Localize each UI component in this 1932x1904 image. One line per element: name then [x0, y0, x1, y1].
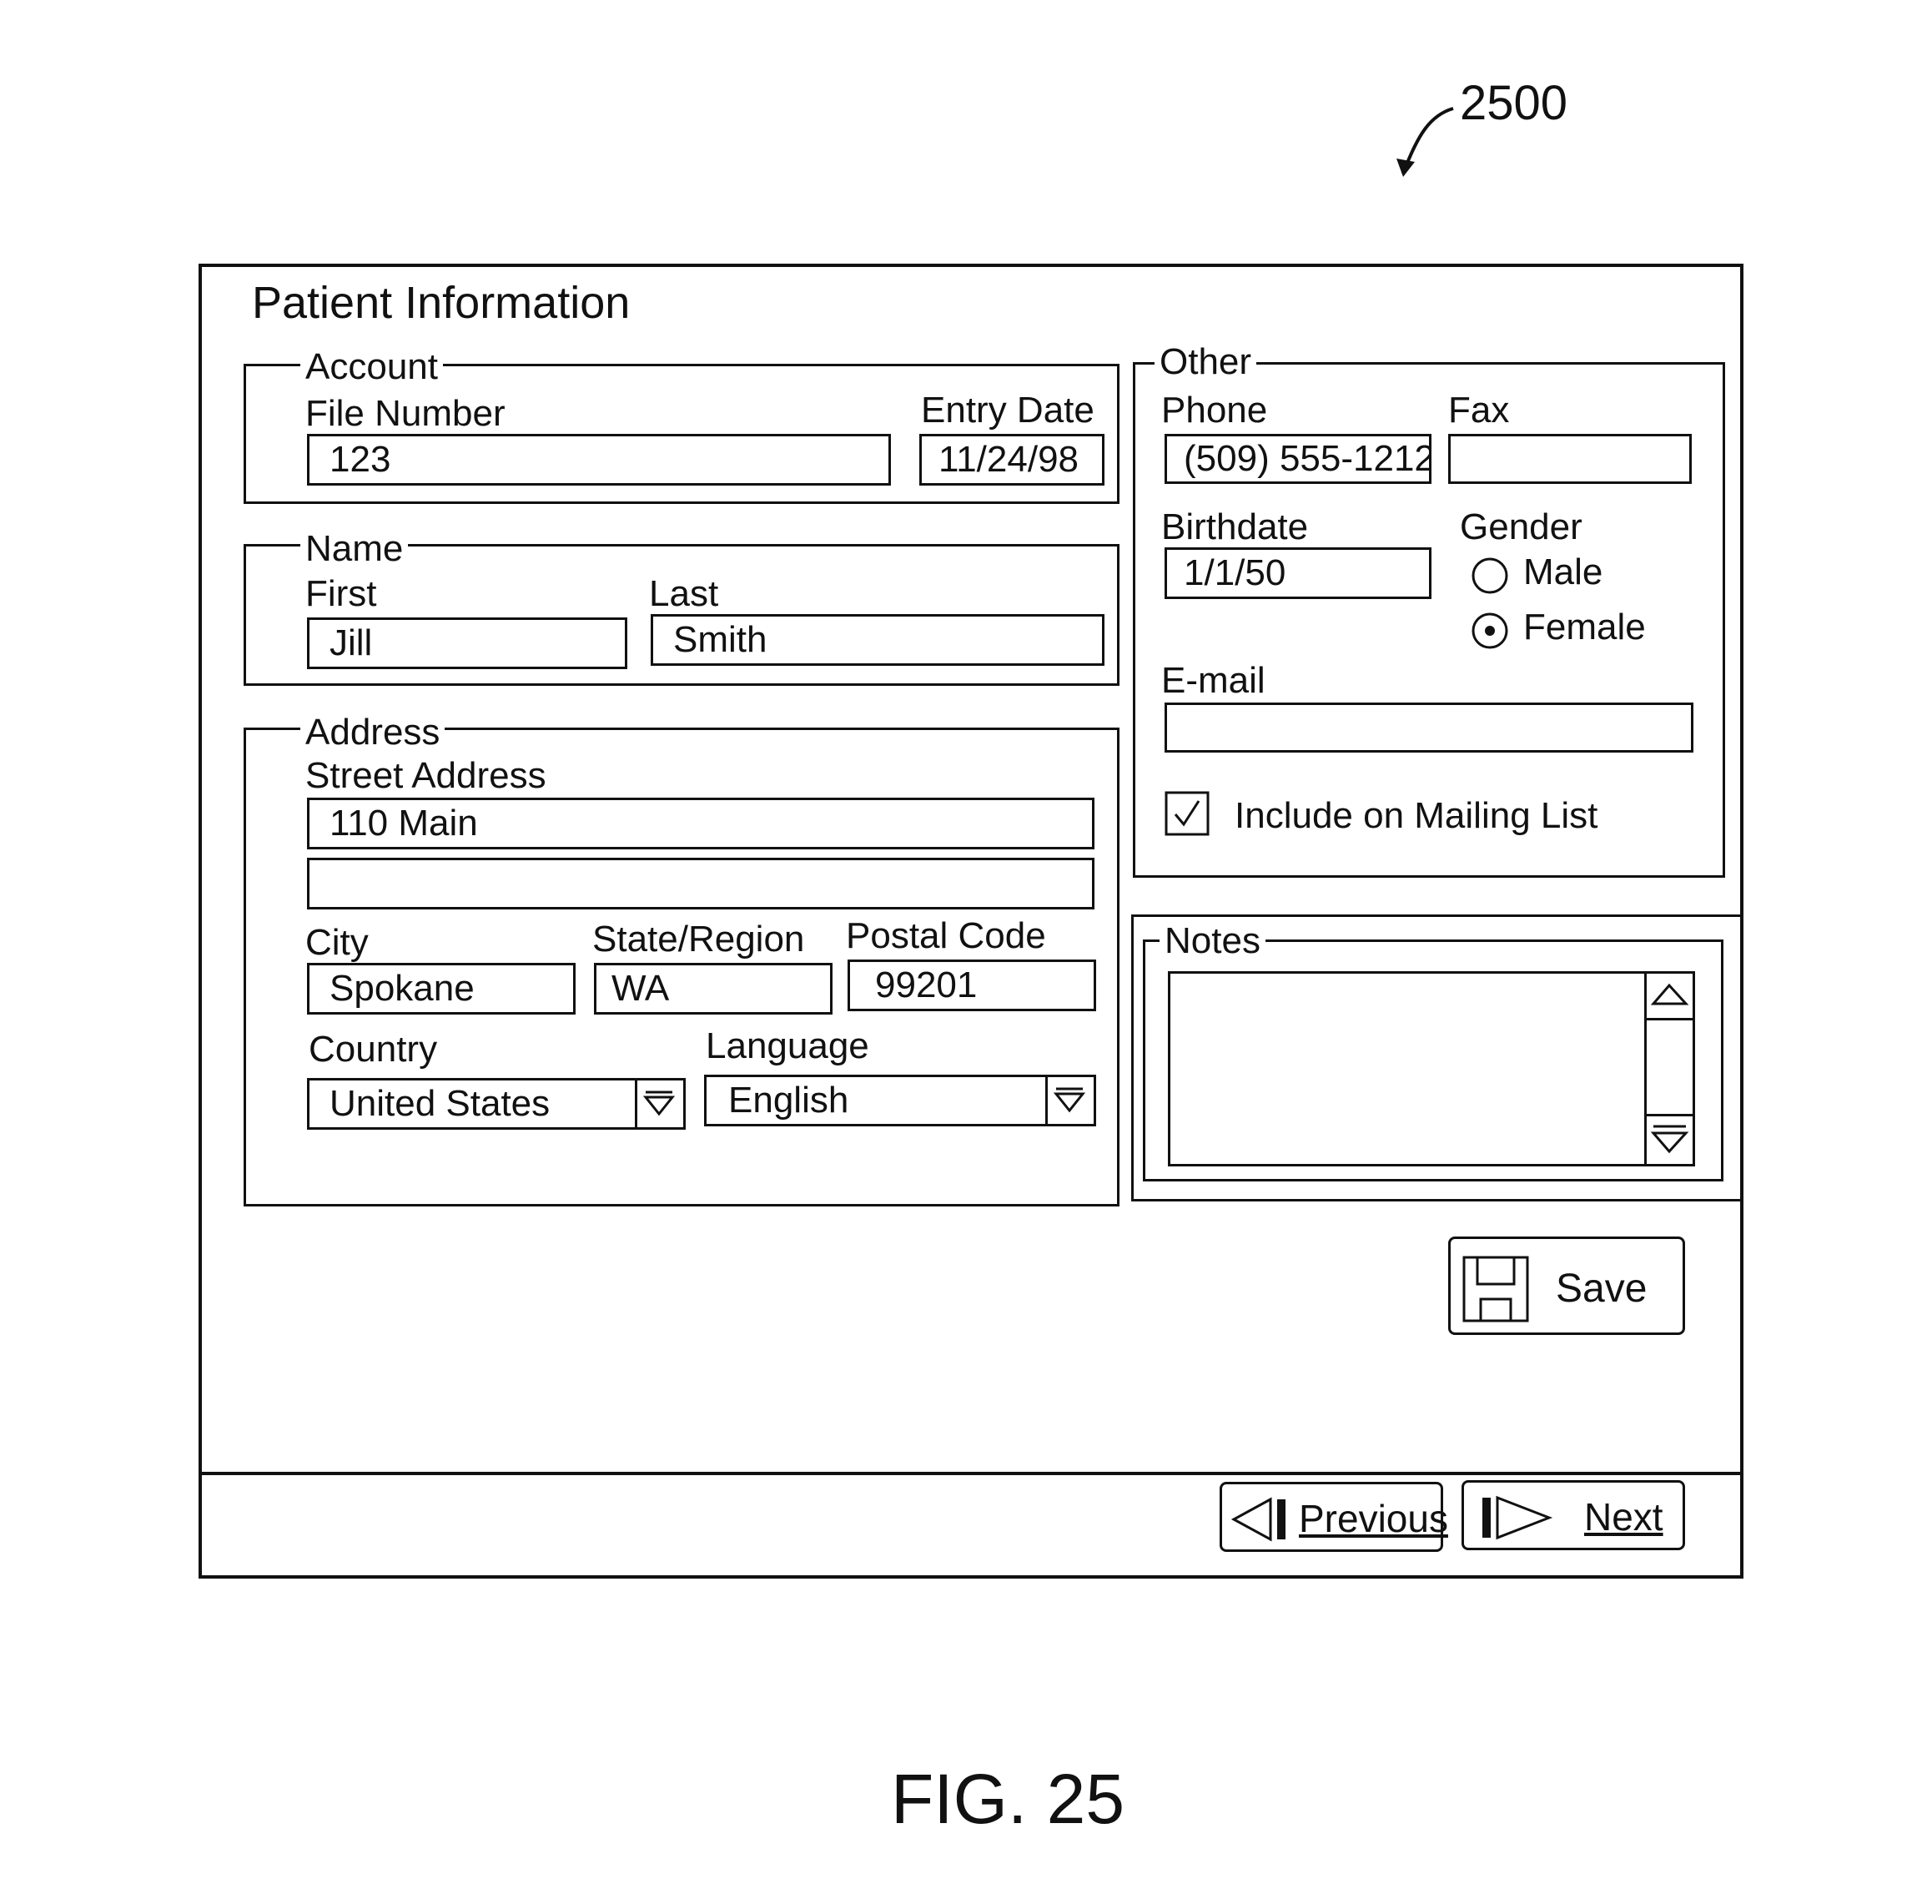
scroll-up-icon: [1647, 974, 1693, 1017]
language-select[interactable]: English: [704, 1075, 1096, 1126]
next-button-label: Next: [1584, 1498, 1663, 1536]
gender-option-label: Female: [1523, 609, 1646, 646]
mailing-list-checkbox[interactable]: [1165, 791, 1210, 836]
previous-button-label: Previous: [1299, 1499, 1448, 1538]
figure-caption: FIG. 25: [891, 1764, 1124, 1834]
country-dropdown-button[interactable]: [635, 1080, 683, 1127]
previous-button[interactable]: Previous: [1220, 1482, 1443, 1552]
save-button[interactable]: Save: [1448, 1237, 1685, 1335]
country-selected-value: United States: [330, 1083, 550, 1124]
radio-unselected-icon: [1470, 556, 1510, 596]
street-address-line1-field[interactable]: [307, 798, 1094, 849]
state-region-field[interactable]: [594, 963, 833, 1015]
account-legend: Account: [300, 349, 443, 385]
birthdate-label: Birthdate: [1161, 509, 1308, 546]
next-button[interactable]: Next: [1462, 1480, 1685, 1550]
name-legend: Name: [300, 531, 408, 567]
postal-code-label: Postal Code: [846, 918, 1046, 955]
fax-field[interactable]: [1448, 434, 1692, 484]
gender-option-label: Male: [1523, 554, 1602, 591]
street-address-line2-field[interactable]: [307, 858, 1094, 909]
notes-textarea[interactable]: [1168, 971, 1695, 1166]
first-name-label: First: [305, 576, 377, 612]
language-label: Language: [706, 1028, 869, 1065]
address-legend: Address: [300, 714, 445, 751]
notes-scrollbar[interactable]: [1644, 974, 1693, 1164]
next-arrow-icon: [1479, 1494, 1554, 1541]
city-field[interactable]: [307, 963, 576, 1015]
email-field[interactable]: [1165, 703, 1693, 753]
previous-arrow-icon: [1229, 1496, 1296, 1543]
figure-reference-number: 2500: [1460, 79, 1567, 128]
language-selected-value: English: [728, 1080, 848, 1121]
email-label: E-mail: [1161, 662, 1265, 699]
state-region-label: State/Region: [592, 921, 804, 958]
notes-legend: Notes: [1160, 923, 1265, 960]
mailing-list-label: Include on Mailing List: [1235, 798, 1597, 834]
language-dropdown-button[interactable]: [1045, 1077, 1094, 1124]
floppy-disk-icon: [1462, 1256, 1529, 1322]
navigation-bar-divider: [200, 1472, 1742, 1475]
phone-field[interactable]: [1165, 434, 1431, 484]
save-button-label: Save: [1556, 1269, 1647, 1309]
last-name-field[interactable]: [651, 614, 1104, 666]
file-number-label: File Number: [305, 395, 506, 432]
country-label: Country: [309, 1031, 437, 1068]
city-label: City: [305, 924, 369, 961]
last-name-label: Last: [649, 576, 718, 612]
scroll-down-button[interactable]: [1647, 1114, 1693, 1164]
scroll-up-button[interactable]: [1647, 974, 1693, 1020]
checkmark-icon: [1165, 791, 1210, 836]
scroll-down-icon: [1647, 1116, 1693, 1163]
other-legend: Other: [1155, 344, 1256, 380]
window-title: Patient Information: [252, 280, 630, 325]
gender-label: Gender: [1460, 509, 1582, 546]
entry-date-field[interactable]: [919, 434, 1104, 486]
first-name-field[interactable]: [307, 617, 627, 669]
file-number-field[interactable]: [307, 434, 891, 486]
radio-selected-icon: [1470, 611, 1510, 651]
entry-date-label: Entry Date: [921, 392, 1094, 429]
street-address-label: Street Address: [305, 758, 546, 794]
chevron-down-icon: [1048, 1077, 1091, 1124]
phone-label: Phone: [1161, 392, 1267, 429]
birthdate-field[interactable]: [1165, 547, 1431, 599]
postal-code-field[interactable]: [848, 960, 1096, 1011]
chevron-down-icon: [637, 1080, 681, 1127]
reference-arrow-icon: [1385, 100, 1468, 184]
fax-label: Fax: [1448, 392, 1509, 429]
country-select[interactable]: United States: [307, 1078, 686, 1130]
